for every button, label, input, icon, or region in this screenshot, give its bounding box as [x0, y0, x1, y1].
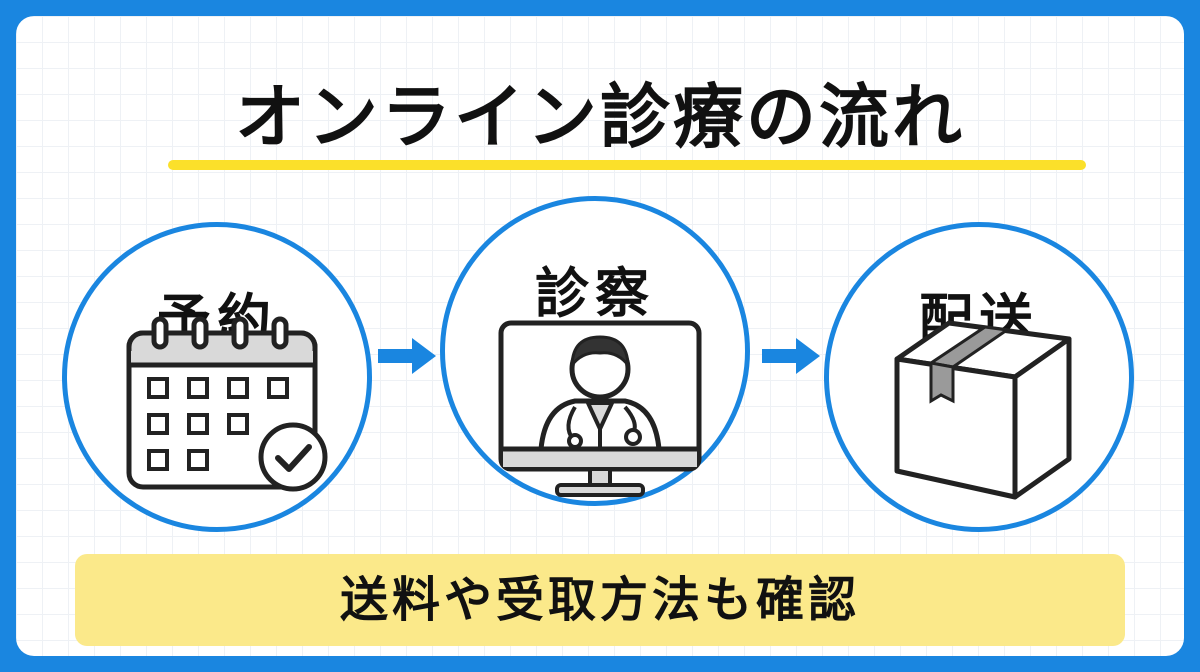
- package-box-icon: [894, 320, 1072, 500]
- calendar-check-icon: [126, 316, 328, 492]
- step-label-consultation: 診察: [535, 262, 655, 325]
- step-delivery: 配送: [824, 222, 1134, 532]
- arrow-right-icon: [378, 338, 436, 374]
- step-reservation: 予約: [62, 222, 372, 532]
- note-banner: 送料や受取方法も確認: [75, 554, 1125, 646]
- arrow-right-icon: [762, 338, 820, 374]
- step-consultation: 診察: [440, 196, 750, 506]
- doctor-monitor-icon: [498, 320, 702, 497]
- page-title: オンライン診療の流れ: [235, 76, 965, 158]
- note-text: 送料や受取方法も確認: [339, 572, 860, 628]
- title-underline: [168, 160, 1086, 170]
